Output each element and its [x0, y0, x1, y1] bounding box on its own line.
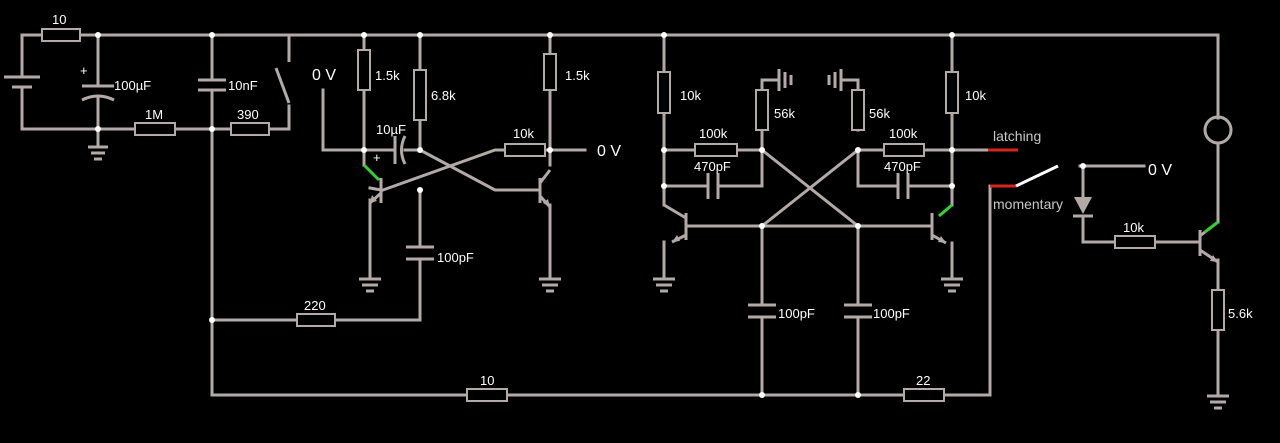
capacitor-100pf-a — [406, 245, 434, 261]
diode — [1073, 197, 1093, 218]
resistor-10k-a — [504, 143, 546, 157]
component-labels: 10 + 100µF 1M 10nF 390 0 V 1.5k 6.8k 10µ… — [52, 12, 1253, 388]
capacitor-10uf — [393, 135, 407, 165]
label-r-1k5-a: 1.5k — [375, 68, 400, 83]
transistor-q3 — [663, 203, 688, 244]
resistor-10k-c — [945, 71, 959, 114]
label-c-bulk-polarity: + — [80, 63, 88, 78]
ground-icon — [1207, 394, 1229, 410]
power-switch[interactable] — [274, 55, 291, 104]
label-c-10n: 10nF — [228, 78, 258, 93]
label-r-100k-b: 100k — [889, 126, 918, 141]
capacitor-470pf-b — [896, 173, 910, 199]
ground-icon — [777, 69, 793, 91]
resistor-10-bottom — [466, 388, 508, 402]
transistor-q1 — [368, 178, 383, 205]
resistor-22 — [903, 388, 945, 402]
label-r-1k5-b: 1.5k — [565, 68, 590, 83]
label-latching: latching — [993, 128, 1041, 144]
capacitor-10nf — [198, 78, 226, 92]
label-r-10k-a: 10k — [513, 126, 534, 141]
label-r-56k-b: 56k — [869, 106, 890, 121]
ground-icon — [359, 277, 381, 293]
resistor-5k6 — [1211, 289, 1225, 331]
label-r-10k-c: 10k — [965, 88, 986, 103]
label-zero-v-b: 0 V — [597, 143, 621, 160]
resistor-6k8 — [413, 69, 427, 121]
ground-icon — [941, 277, 963, 293]
label-c-470p-b: 470pF — [884, 159, 921, 174]
label-c-100p-c: 100pF — [873, 306, 910, 321]
label-c-10u-polarity: + — [373, 150, 381, 165]
ground-symbols — [88, 69, 1229, 410]
label-zero-v-a: 0 V — [312, 67, 336, 84]
label-r-6k8: 6.8k — [431, 88, 456, 103]
resistor-390 — [230, 122, 270, 136]
label-r-10k-d: 10k — [1123, 220, 1144, 235]
transistor-q4 — [930, 213, 947, 245]
label-r-top: 10 — [52, 12, 66, 27]
label-c-100p-b: 100pF — [778, 306, 815, 321]
label-r-1m: 1M — [145, 107, 163, 122]
capacitor-100uf — [81, 84, 115, 102]
ground-icon — [653, 277, 675, 293]
resistor-56k-a — [755, 89, 769, 131]
resistor-10k-d — [1114, 235, 1156, 249]
label-c-bulk: 100µF — [114, 78, 151, 93]
lamp — [1203, 115, 1233, 145]
label-c-470p-a: 470pF — [694, 159, 731, 174]
resistor-10k-b — [657, 71, 671, 114]
label-r-10k-b: 10k — [680, 88, 701, 103]
label-c-10u: 10µF — [376, 122, 406, 137]
label-r-100k-a: 100k — [699, 126, 728, 141]
label-r-390: 390 — [237, 107, 259, 122]
junction-dots — [95, 32, 1086, 398]
label-r-22: 22 — [916, 373, 930, 388]
ground-icon — [827, 69, 843, 91]
resistor-100k-b — [883, 143, 925, 157]
transistor-q2 — [538, 169, 552, 209]
q1-collector-highlight — [362, 163, 381, 182]
switch-blade[interactable] — [1015, 164, 1059, 188]
battery — [4, 75, 40, 89]
capacitor-100pf-b — [748, 303, 776, 319]
label-zero-v-c: 0 V — [1148, 162, 1172, 179]
q4-collector-highlight — [938, 203, 953, 218]
label-c-100p-a: 100pF — [437, 250, 474, 265]
transistor-q5 — [1198, 230, 1219, 264]
resistor-1k5-b — [543, 53, 557, 91]
resistor-56k-b — [851, 89, 865, 131]
q5-collector-highlight — [1204, 220, 1219, 234]
capacitor-100pf-c — [844, 303, 872, 319]
resistor-100k-a — [694, 143, 738, 157]
capacitor-470pf-a — [706, 173, 720, 199]
label-r-bottom-10: 10 — [480, 373, 494, 388]
label-r-56k-a: 56k — [774, 106, 795, 121]
resistor-1m — [134, 122, 176, 136]
ground-icon — [539, 277, 561, 293]
ground-icon — [88, 145, 108, 161]
label-momentary: momentary — [993, 196, 1063, 212]
resistor-220 — [296, 313, 336, 327]
resistor-10-top — [41, 28, 81, 42]
label-r-5k6: 5.6k — [1228, 306, 1253, 321]
label-r-220: 220 — [304, 298, 326, 313]
resistor-1k5-a — [357, 49, 371, 91]
